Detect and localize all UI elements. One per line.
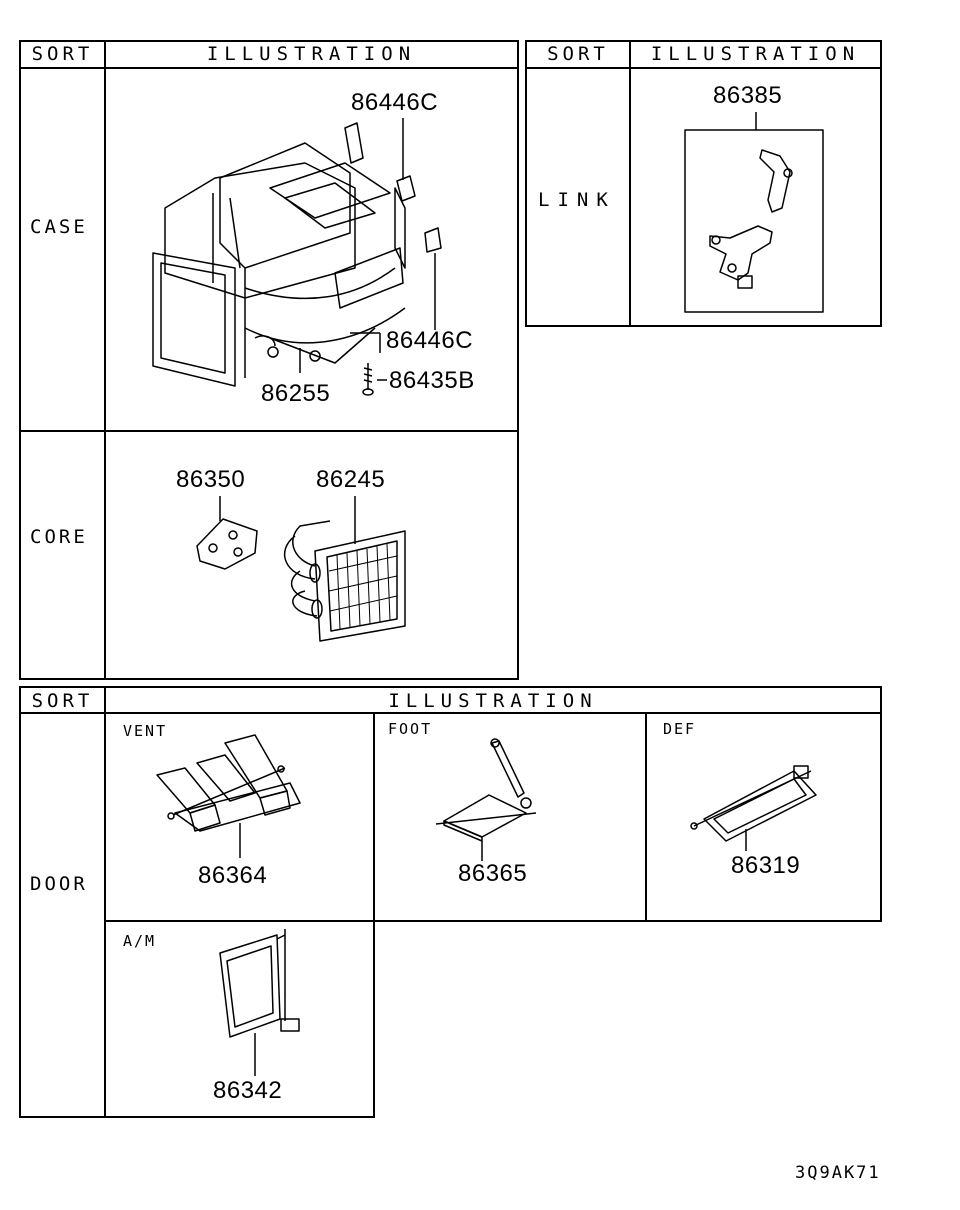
cell-label-am: A/M: [123, 932, 157, 950]
illustration-header: ILLUSTRATION: [388, 690, 598, 712]
part-number: 86446C: [351, 89, 439, 116]
figure-code: 3Q9AK71: [795, 1163, 881, 1183]
link-drawing: [684, 112, 824, 313]
part-number: 86365: [458, 860, 528, 887]
part-number: 86364: [198, 862, 268, 889]
illustration-header: ILLUSTRATION: [650, 43, 861, 65]
sort-label-door: DOOR: [30, 873, 88, 895]
heater-case-drawing: [152, 118, 442, 396]
cell-label-foot: FOOT: [388, 720, 433, 738]
sort-label-core: CORE: [30, 526, 88, 548]
sort-header: SORT: [547, 43, 609, 65]
cell-label-vent: VENT: [123, 722, 168, 740]
part-number: 86255: [261, 380, 331, 407]
sort-label-link: LINK: [538, 189, 616, 211]
sort-label-case: CASE: [30, 216, 88, 238]
illustration-header: ILLUSTRATION: [206, 43, 417, 65]
part-number: 86342: [213, 1077, 283, 1104]
sort-header: SORT: [31, 690, 94, 712]
heater-core-drawing: [196, 496, 406, 642]
vent-door-drawing: [156, 734, 301, 858]
part-number: 86446C: [386, 327, 474, 354]
part-number: 86385: [713, 82, 783, 109]
cell-label-def: DEF: [663, 720, 697, 738]
foot-door-drawing: [435, 738, 537, 861]
part-number: 86319: [731, 852, 801, 879]
def-door-drawing: [690, 765, 817, 851]
am-door-drawing: [219, 929, 300, 1076]
part-number: 86435B: [389, 367, 475, 394]
sort-header: SORT: [31, 43, 94, 65]
part-number: 86245: [316, 466, 386, 493]
part-number: 86350: [176, 466, 246, 493]
